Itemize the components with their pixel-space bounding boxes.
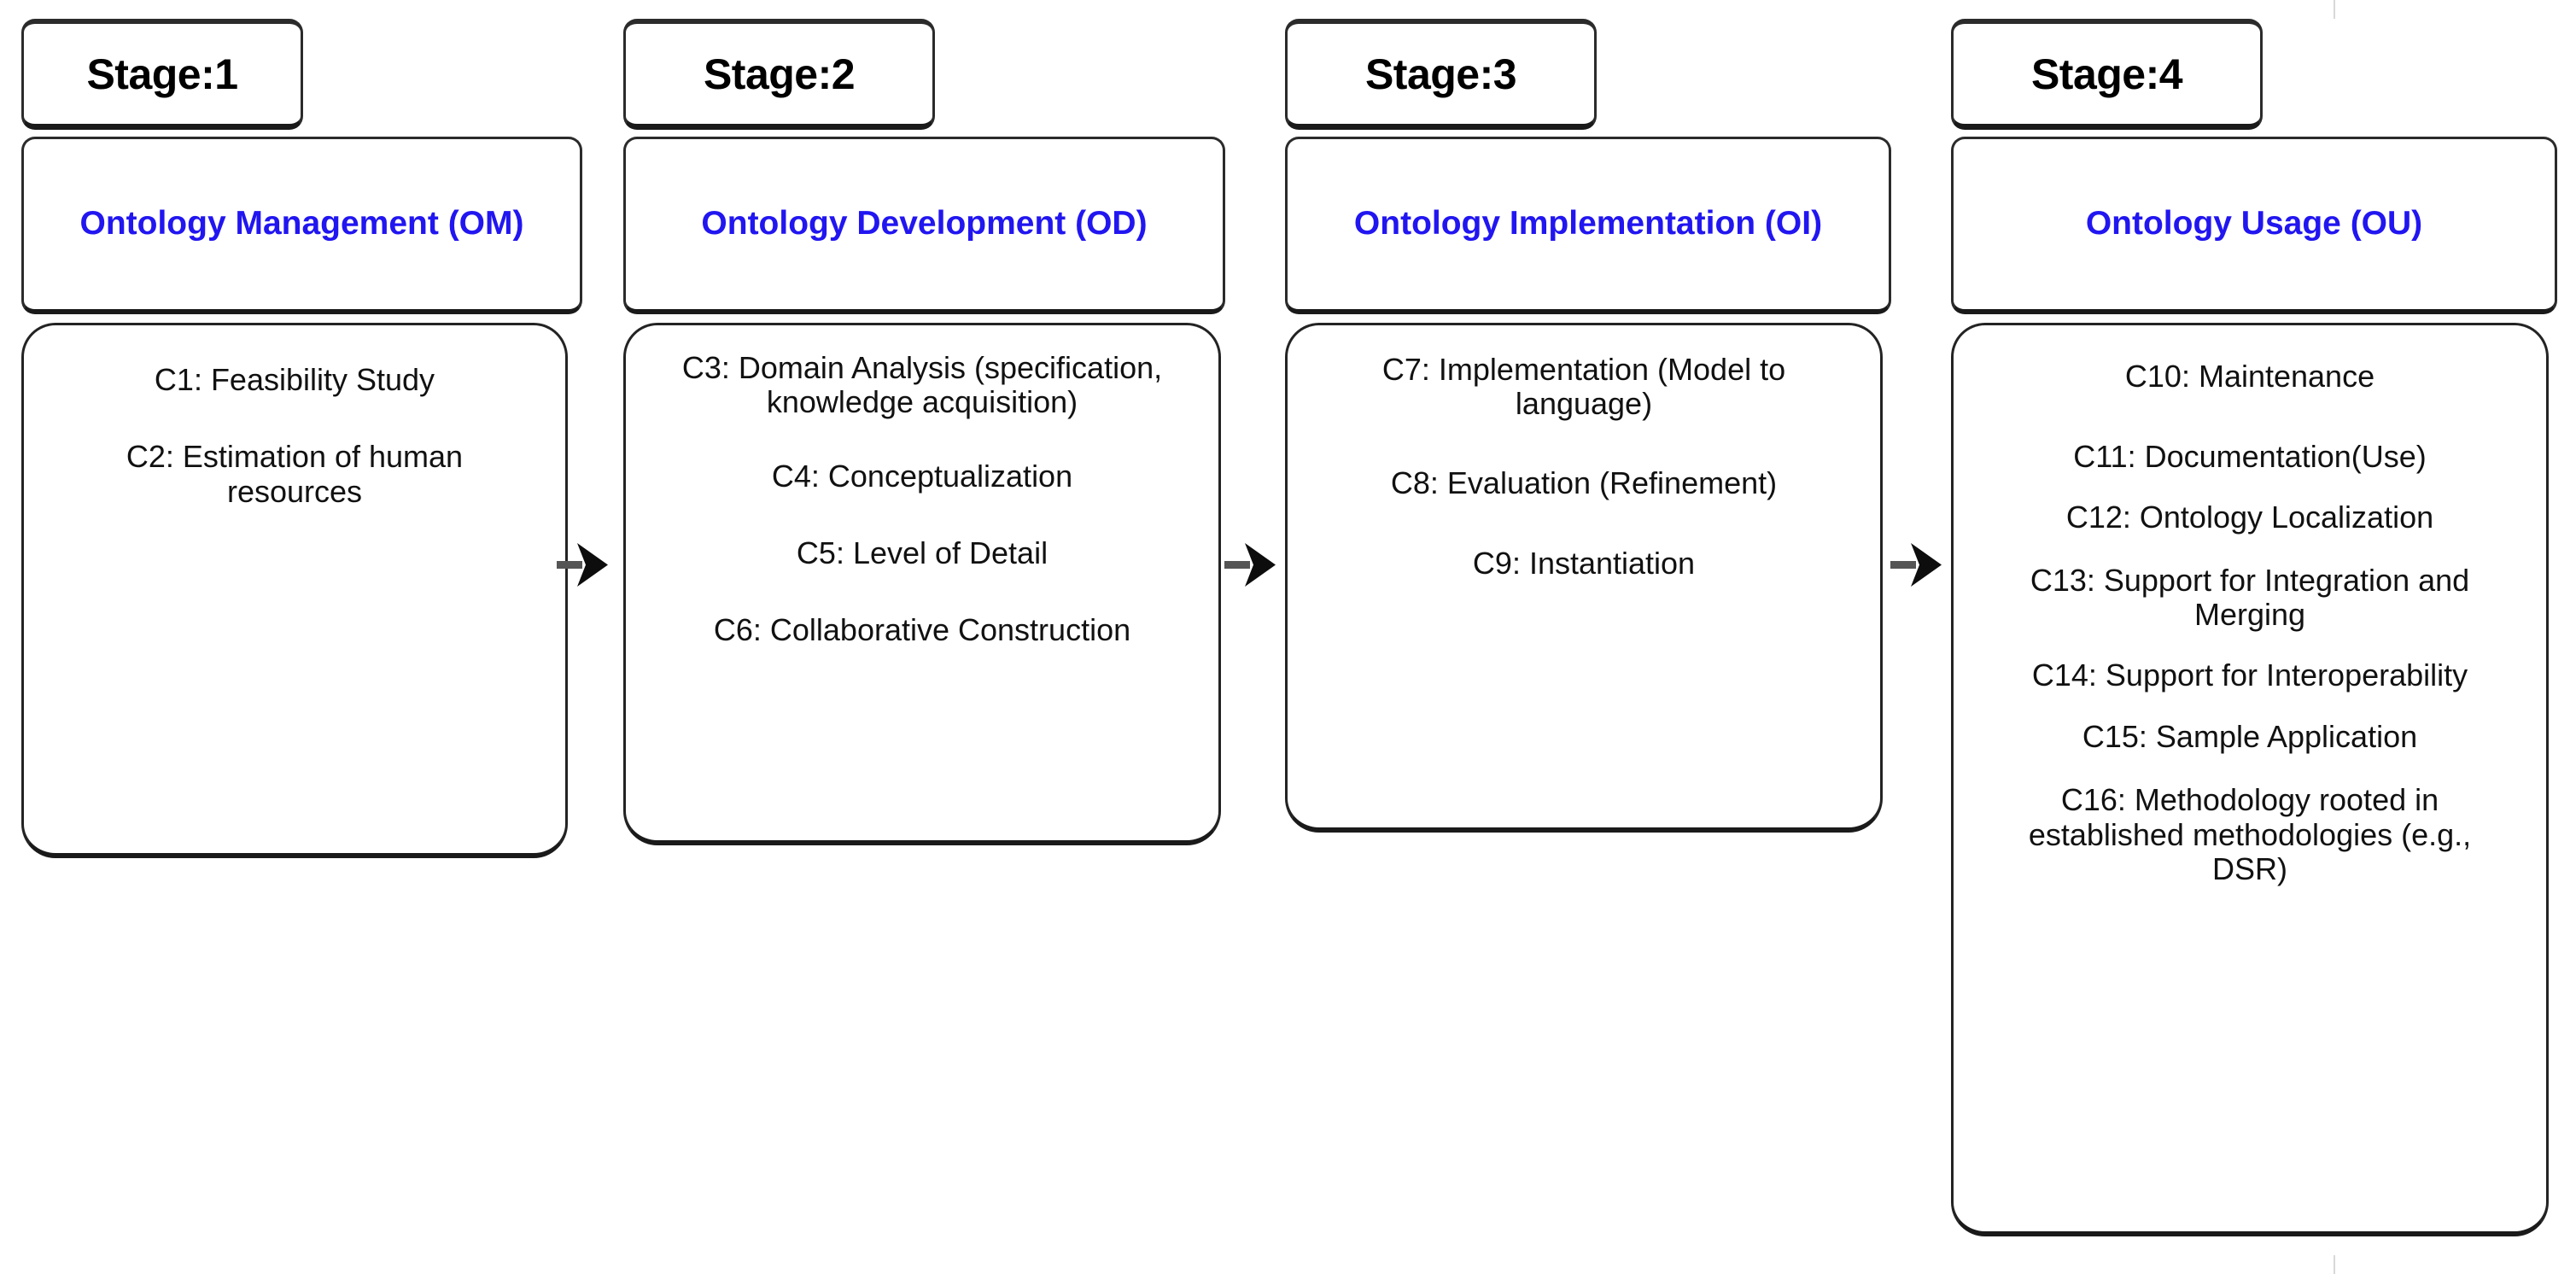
criterion-item: C15: Sample Application bbox=[2082, 718, 2418, 754]
criterion-item: C9: Instantiation bbox=[1472, 545, 1696, 581]
stage-subtitle-box-2[interactable]: Ontology Development (OD) bbox=[623, 137, 1225, 314]
stage-header-box-1[interactable]: Stage:1 bbox=[21, 19, 303, 130]
stage-column-2: Stage:2 Ontology Development (OD) C3: Do… bbox=[623, 0, 1225, 1274]
stage-subtitle-label-2: Ontology Development (OD) bbox=[701, 205, 1148, 243]
stage-subtitle-label-3: Ontology Implementation (OI) bbox=[1353, 205, 1823, 243]
criterion-item: C13: Support for Integration and Merging bbox=[2030, 562, 2470, 633]
stage-header-label-4: Stage:4 bbox=[2030, 50, 2183, 98]
page-artifact-bottom bbox=[2334, 1255, 2335, 1274]
stage-column-3: Stage:3 Ontology Implementation (OI) C7:… bbox=[1285, 0, 1891, 1274]
arrow-stage3-to-stage4 bbox=[1889, 538, 1957, 593]
arrow-stage1-to-stage2 bbox=[555, 538, 623, 593]
stage-header-label-2: Stage:2 bbox=[703, 50, 856, 98]
stage-header-box-3[interactable]: Stage:3 bbox=[1285, 19, 1597, 130]
criterion-item: C10: Maintenance bbox=[2124, 359, 2375, 394]
stage-subtitle-box-4[interactable]: Ontology Usage (OU) bbox=[1951, 137, 2557, 314]
stage-content-box-3[interactable]: C7: Implementation (Model to language) C… bbox=[1285, 323, 1883, 833]
right-arrow-icon bbox=[557, 543, 608, 587]
stage-column-4: Stage:4 Ontology Usage (OU) C10: Mainten… bbox=[1951, 0, 2557, 1274]
criterion-item: C4: Conceptualization bbox=[771, 458, 1073, 494]
criterion-item: C11: Documentation(Use) bbox=[2073, 439, 2427, 475]
stage-subtitle-box-1[interactable]: Ontology Management (OM) bbox=[21, 137, 582, 314]
stage-header-label-1: Stage:1 bbox=[86, 50, 238, 98]
criterion-item: C14: Support for Interoperability bbox=[2031, 657, 2468, 693]
stage-subtitle-box-3[interactable]: Ontology Implementation (OI) bbox=[1285, 137, 1891, 314]
criterion-item: C16: Methodology rooted in established m… bbox=[2028, 782, 2472, 886]
stage-content-box-2[interactable]: C3: Domain Analysis (specification, know… bbox=[623, 323, 1221, 845]
criterion-item: C5: Level of Detail bbox=[796, 535, 1049, 570]
criterion-item: C6: Collaborative Construction bbox=[713, 612, 1131, 648]
criterion-item: C3: Domain Analysis (specification, know… bbox=[681, 350, 1163, 420]
stage-header-box-2[interactable]: Stage:2 bbox=[623, 19, 935, 130]
stage-column-1: Stage:1 Ontology Management (OM) C1: Fea… bbox=[21, 0, 582, 1274]
criterion-item: C1: Feasibility Study bbox=[154, 362, 435, 397]
stage-content-box-1[interactable]: C1: Feasibility Study C2: Estimation of … bbox=[21, 323, 568, 858]
criterion-item: C2: Estimation of human resources bbox=[126, 439, 464, 509]
arrow-stage2-to-stage3 bbox=[1223, 538, 1291, 593]
criterion-item: C7: Implementation (Model to language) bbox=[1381, 352, 1786, 422]
stage-header-box-4[interactable]: Stage:4 bbox=[1951, 19, 2263, 130]
page-artifact-top bbox=[2334, 0, 2335, 19]
right-arrow-icon bbox=[1890, 543, 1942, 587]
stage-header-label-3: Stage:3 bbox=[1364, 50, 1517, 98]
criterion-item: C8: Evaluation (Refinement) bbox=[1390, 465, 1778, 500]
stage-content-box-4[interactable]: C10: Maintenance C11: Documentation(Use)… bbox=[1951, 323, 2549, 1236]
stage-subtitle-label-1: Ontology Management (OM) bbox=[79, 205, 524, 243]
criterion-item: C12: Ontology Localization bbox=[2065, 499, 2434, 535]
stage-subtitle-label-4: Ontology Usage (OU) bbox=[2085, 205, 2423, 243]
right-arrow-icon bbox=[1224, 543, 1276, 587]
